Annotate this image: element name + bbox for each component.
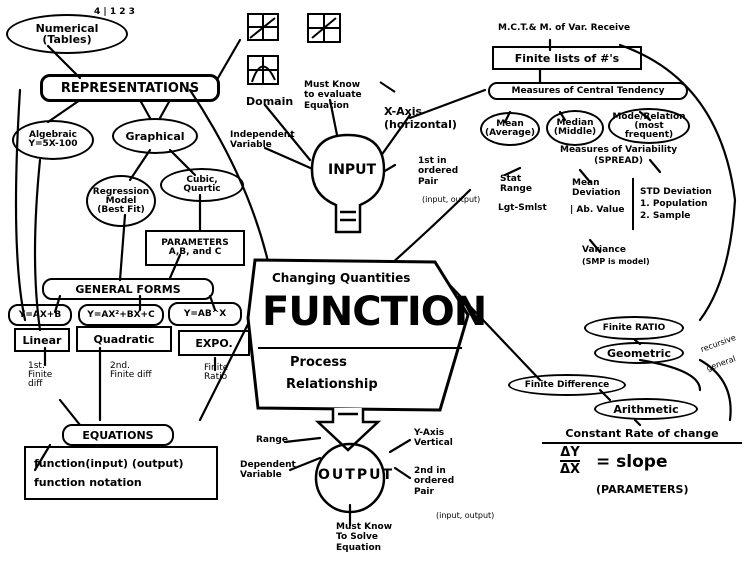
mean-node: Mean (Average) xyxy=(480,112,540,146)
second-ordered-pair: 2nd in ordered Pair xyxy=(414,466,455,497)
finite-ratio-node: Finite RATIO xyxy=(584,316,684,340)
dependent-variable: Dependent Variable xyxy=(240,460,296,481)
numerical-node: Numerical (Tables) xyxy=(6,14,128,54)
must-know-evaluate: Must Know to evaluate Equation xyxy=(304,80,362,111)
y-axis-label: Y-Axis Vertical xyxy=(414,428,453,449)
equations-title: EQUATIONS xyxy=(62,424,174,446)
quadratic-note: 2nd. Finite diff xyxy=(110,361,152,380)
numerical-label: Numerical xyxy=(35,22,99,35)
numerical-mark: 4 | 1 2 3 xyxy=(94,7,135,17)
algebraic-node: Algebraic Y=5X-100 xyxy=(12,120,94,160)
mean-deviation: Mean Deviation xyxy=(572,178,621,199)
finite-difference-node: Finite Difference xyxy=(508,374,626,396)
expo-node: EXPO. xyxy=(178,330,250,356)
median-node: Median (Middle) xyxy=(546,110,604,146)
range-label: Range xyxy=(256,435,288,445)
domain-label: Domain xyxy=(246,95,294,108)
graph-grid-icon xyxy=(247,55,279,85)
variance-node: Variance (SMP is model) xyxy=(582,245,650,266)
expo-equation: Y=AB^X xyxy=(168,302,242,326)
slope-label: = slope xyxy=(596,452,668,472)
graphical-node: Graphical xyxy=(112,118,198,154)
input-label: INPUT xyxy=(328,162,377,178)
equations-box: function(input) (output) function notati… xyxy=(24,446,218,500)
representations-title: REPRESENTATIONS xyxy=(40,74,220,102)
stat-range-sub: Lgt-Smlst xyxy=(498,203,547,213)
quadratic-node: Quadratic xyxy=(76,326,172,352)
mean-deviation-sub: | Ab. Value xyxy=(570,205,625,215)
output-circle xyxy=(314,442,386,514)
linear-node: Linear xyxy=(14,328,70,352)
process-label: Process xyxy=(290,355,347,370)
numerical-sub: (Tables) xyxy=(42,33,92,46)
linear-note: 1st. Finite diff xyxy=(28,361,53,389)
mode-node: Mode/Relation (most frequent) xyxy=(608,108,690,144)
arrow-down-icon xyxy=(314,408,382,452)
geometric-node: Geometric xyxy=(594,342,684,364)
cubic-quartic-node: Cubic, Quartic xyxy=(160,168,244,202)
general-forms-title: GENERAL FORMS xyxy=(42,278,214,300)
first-ordered-pair: 1st in ordered Pair xyxy=(418,156,459,187)
stat-range: Stat Range xyxy=(500,174,532,195)
x-axis-label: X-Axis (horizontal) xyxy=(384,105,457,131)
stats-header: M.C.T.& M. of Var. Receive xyxy=(498,23,631,33)
finite-lists-node: Finite lists of #'s xyxy=(492,46,642,70)
regression-node: Regression Model (Best Fit) xyxy=(86,175,156,227)
changing-quantities: Changing Quantities xyxy=(272,271,411,285)
constant-rate-node: Constant Rate of change xyxy=(542,424,742,444)
must-know-solve: Must Know To Solve Equation xyxy=(336,522,393,553)
output-label: OUTPUT xyxy=(318,467,394,483)
second-pair-note: (input, output) xyxy=(436,511,495,520)
arithmetic-node: Arithmetic xyxy=(594,398,698,420)
independent-variable: Independent Variable xyxy=(230,130,295,151)
std-deviation-node: STD Deviation 1. Population 2. Sample xyxy=(632,178,718,230)
relationship-label: Relationship xyxy=(286,377,378,392)
variability-node: Measures of Variability (SPREAD) xyxy=(560,145,678,166)
parameters-node: PARAMETERS A,B, and C xyxy=(145,230,245,266)
central-tendency-node: Measures of Central Tendency xyxy=(488,82,688,100)
quadratic-equation: Y=AX²+BX+C xyxy=(78,304,164,326)
function-title: FUNCTION xyxy=(262,289,487,335)
function-shape xyxy=(246,258,470,412)
graph-grid-icon xyxy=(247,13,279,41)
linear-equation: Y=AX+B xyxy=(8,304,72,326)
graph-grid-icon xyxy=(307,13,341,43)
expo-note: Finite Ratio xyxy=(204,363,229,382)
slope-fraction: ΔY ΔX xyxy=(560,445,581,477)
funnel-icon xyxy=(310,133,386,234)
sequence-parameters: (PARAMETERS) xyxy=(596,483,689,496)
first-pair-note: (input, output) xyxy=(422,195,481,204)
